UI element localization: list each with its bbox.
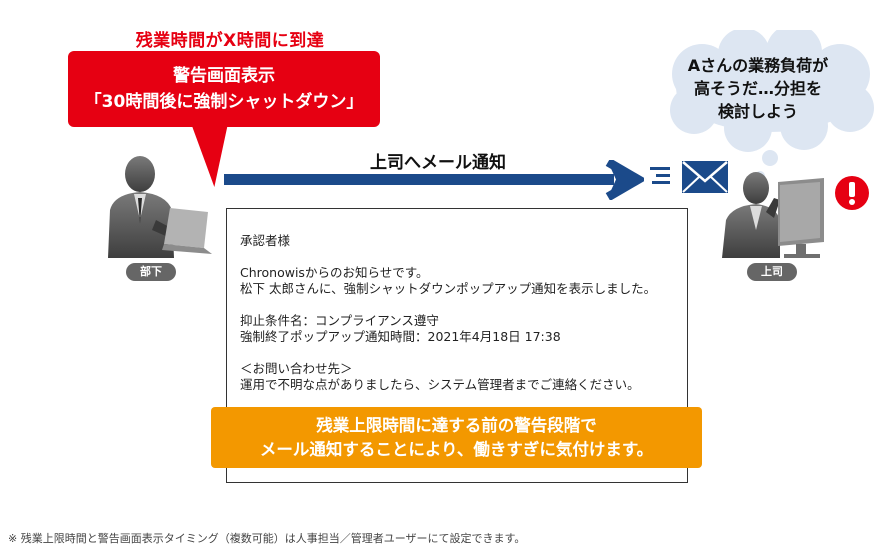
threshold-reached-label: 残業時間がX時間に到達 (135, 31, 325, 51)
email-greeting: 承認者様 (240, 233, 291, 248)
callout-line1: 残業上限時間に達する前の警告段階で (316, 416, 597, 435)
email-contact-body: 運用で不明な点がありましたら、システム管理者までご連絡ください。 (240, 377, 640, 392)
warning-screen-bubble: 警告画面表示 「30時間後に強制シャットダウン」 (68, 51, 380, 127)
footnote: ※ 残業上限時間と警告画面表示タイミング（複数可能）は人事担当／管理者ユーザーに… (8, 532, 526, 545)
benefit-callout: 残業上限時間に達する前の警告段階で メール通知することにより、働きすぎに気付けま… (211, 407, 702, 468)
thought-line3: 検討しよう (717, 102, 798, 121)
boss-label: 上司 (747, 263, 797, 281)
warning-bubble-line2: 「30時間後に強制シャットダウン」 (84, 92, 364, 112)
email-body-line2: 松下 太郎さんに、強制シャットダウンポップアップ通知を表示しました。 (240, 281, 657, 296)
email-body-line1: Chronowisからのお知らせです。 (240, 265, 429, 280)
thought-line1: Aさんの業務負荷が (687, 56, 829, 75)
subordinate-label: 部下 (126, 263, 176, 281)
notify-boss-label: 上司へメール通知 (370, 153, 506, 173)
warning-bubble-line1: 警告画面表示 (173, 66, 275, 86)
person-with-laptop-icon (108, 156, 212, 258)
exclamation-icon (835, 176, 869, 210)
thought-line2: 高そうだ…分担を (693, 79, 822, 98)
person-at-monitor-icon (722, 172, 824, 258)
thought-cloud (670, 30, 874, 181)
notification-arrow (224, 160, 644, 200)
envelope-icon (650, 161, 728, 193)
callout-line2: メール通知することにより、働きすぎに気付けます。 (259, 440, 654, 459)
email-time: 強制終了ポップアップ通知時間：2021年4月18日 17:38 (240, 329, 561, 344)
email-condition: 抑止条件名：コンプライアンス遵守 (240, 313, 439, 328)
boss-thought-text: Aさんの業務負荷が 高そうだ…分担を 検討しよう (668, 54, 848, 123)
email-contact-header: ＜お問い合わせ先＞ (240, 361, 353, 376)
email-body: 承認者様 Chronowisからのお知らせです。 松下 太郎さんに、強制シャット… (240, 233, 679, 393)
